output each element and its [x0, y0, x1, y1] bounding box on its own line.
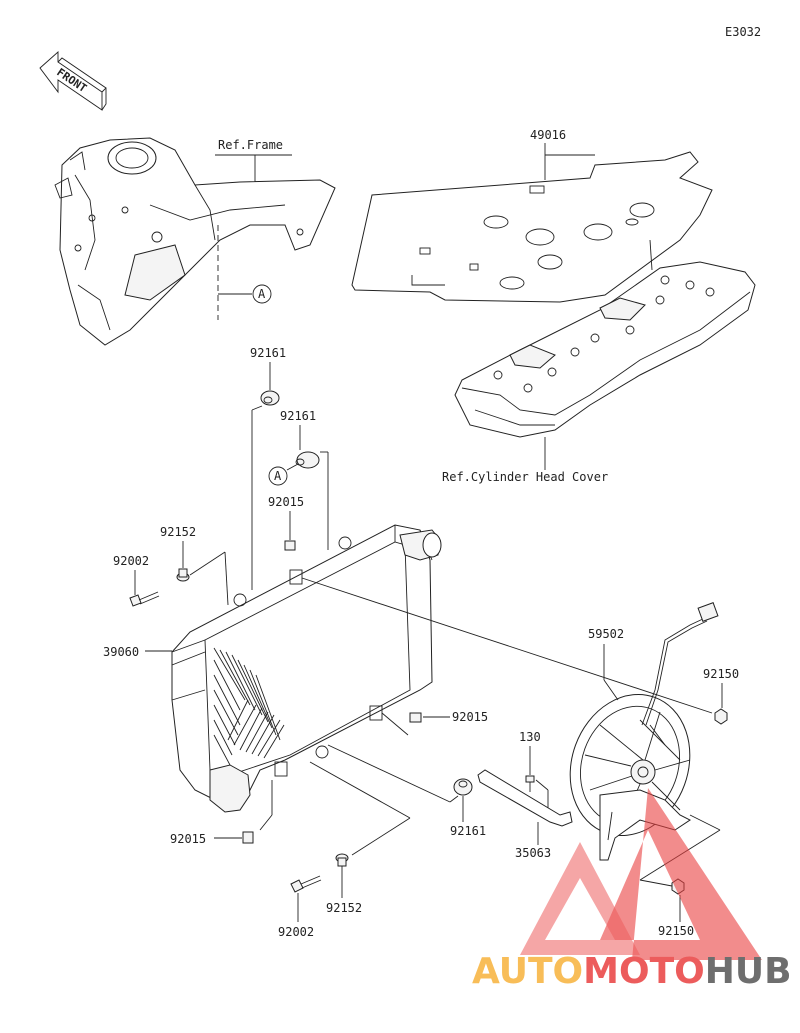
watermark-moto: MOTO [583, 951, 705, 992]
frame-reference-drawing [54, 137, 336, 346]
bolt-130 [525, 775, 535, 792]
label-92161-top: 92161 [250, 346, 286, 360]
cylinder-head-cover [454, 239, 756, 438]
label-92161-low: 92161 [450, 824, 486, 838]
watermark-hub: HUB [705, 951, 792, 992]
label-92161-mid: 92161 [280, 409, 316, 423]
collar-92152-low [335, 853, 349, 867]
label-92150-low: 92150 [658, 924, 694, 938]
label-92152-low: 92152 [326, 901, 362, 915]
watermark-auto: AUTO [472, 951, 583, 992]
label-59502: 59502 [588, 627, 624, 641]
fan-wire-connector [641, 602, 719, 726]
label-130: 130 [519, 730, 541, 744]
nut-92150-right [714, 708, 728, 725]
label-92002-left: 92002 [113, 554, 149, 568]
front-arrow-icon: FRONT [39, 50, 107, 111]
bolt-92002-left [129, 591, 160, 607]
label-92015-mid: 92015 [452, 710, 488, 724]
cap-92161-mid [295, 451, 320, 469]
cap-92161-top [260, 390, 280, 406]
label-35063: 35063 [515, 846, 551, 860]
automotohub-watermark-logo: AUTOMOTOHUB [472, 788, 792, 992]
cap-92161-low [453, 778, 473, 796]
radiator-core-fins [213, 647, 285, 766]
ref-cylinder-head-cover-label: Ref.Cylinder Head Cover [442, 470, 608, 484]
clip-92015-mid [409, 712, 422, 723]
ref-frame-label: Ref.Frame [218, 138, 283, 152]
callout-a-mid: A [274, 469, 282, 483]
radiator-39060 [171, 524, 442, 813]
front-label: FRONT [54, 66, 89, 96]
label-49016: 49016 [530, 128, 566, 142]
callout-a-top: A [258, 287, 266, 301]
clip-92015-top [284, 540, 296, 551]
svg-text:AUTOMOTOHUB: AUTOMOTOHUB [472, 951, 792, 992]
bracket-35063 [477, 769, 573, 827]
fan-59502 [569, 693, 691, 861]
label-92002-low: 92002 [278, 925, 314, 939]
diagram-code: E3032 [725, 25, 761, 39]
gasket-49016 [351, 151, 713, 303]
label-92152-left: 92152 [160, 525, 196, 539]
bolt-92002-low [290, 875, 322, 893]
label-39060: 39060 [103, 645, 139, 659]
clip-92015-low [242, 831, 254, 844]
collar-92152-left [176, 568, 190, 582]
label-92015-top: 92015 [268, 495, 304, 509]
label-92150-right: 92150 [703, 667, 739, 681]
label-92015-low: 92015 [170, 832, 206, 846]
